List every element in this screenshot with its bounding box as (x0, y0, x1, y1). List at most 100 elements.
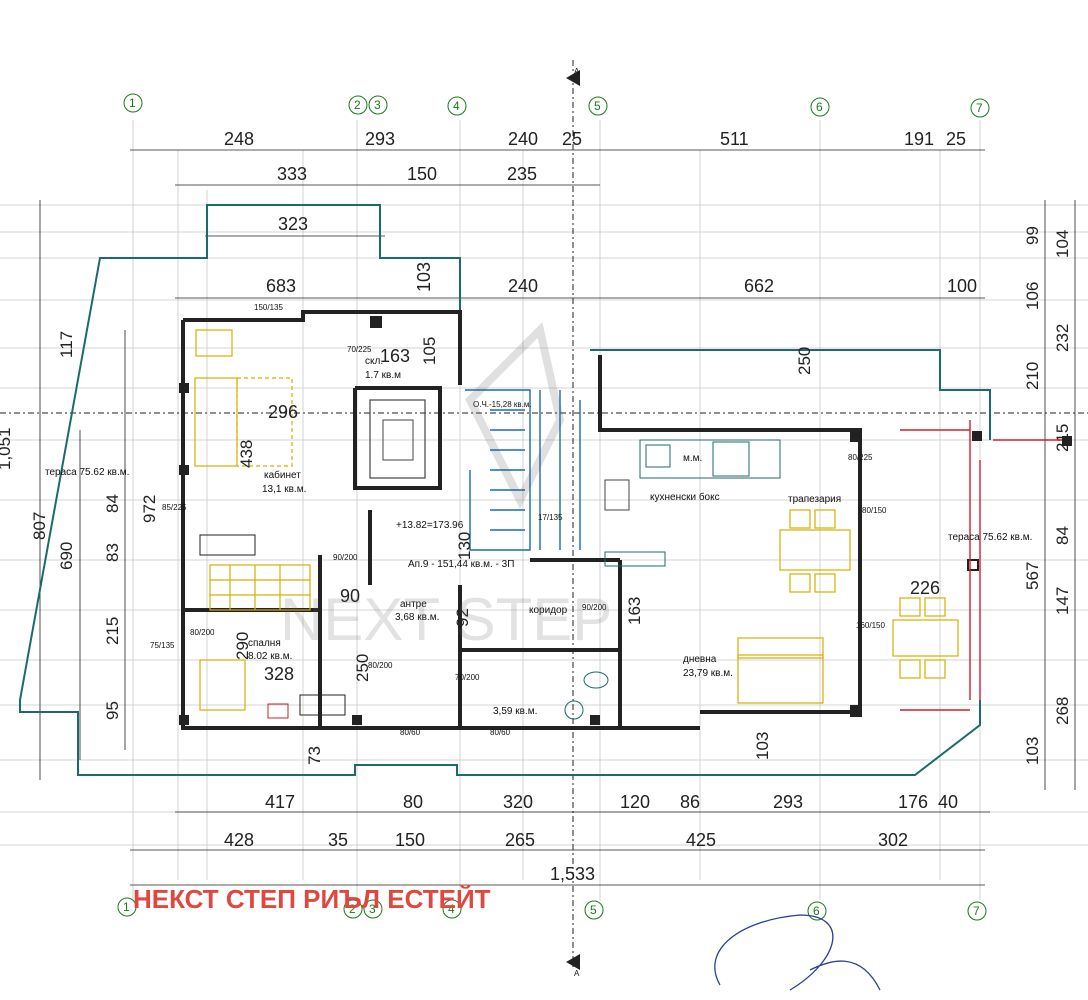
dim-label: 428 (224, 830, 254, 850)
dim-label: 438 (237, 440, 256, 468)
dim-label-total: 1,533 (550, 864, 595, 884)
apartment-total-area: +13.82=173.96 (396, 520, 464, 531)
apartment-label: Ап.9 - 151,44 кв.м. - 3П (408, 559, 514, 570)
opening-label: 160/150 (856, 621, 885, 630)
dim-label: 511 (720, 129, 749, 149)
dim-label: 333 (277, 164, 307, 184)
left-dimensions: 1,051 117 807 690 972 84 83 215 95 73 (0, 331, 324, 765)
axis-label: 6 (813, 904, 820, 918)
axis-bubbles-top: 1 2 3 4 5 6 7 (123, 93, 990, 118)
opening-label: 80/150 (862, 506, 887, 515)
room-area-living: 23,79 кв.м. (683, 668, 733, 679)
dim-label: 163 (625, 597, 644, 625)
dim-label: 80 (403, 792, 423, 812)
dim-label: 84 (1053, 526, 1072, 545)
axis-label: 1 (123, 900, 130, 914)
elevator (369, 399, 426, 479)
dim-label: 265 (505, 830, 535, 850)
opening-label: 150/135 (254, 303, 283, 312)
top-dimensions: 248 293 240 25 511 191 25 333 150 235 32… (224, 129, 977, 296)
dim-label: 290 (233, 632, 252, 660)
svg-text:NEXT STEP: NEXT STEP (280, 586, 612, 653)
opening-label: 80/200 (190, 628, 215, 637)
dim-label: 40 (938, 792, 958, 812)
dim-label: 268 (1053, 697, 1072, 725)
opening-label: 90/200 (582, 603, 607, 612)
axis-label: 1 (129, 96, 136, 110)
dim-label: 90 (340, 586, 360, 606)
dim-label: 323 (278, 214, 308, 234)
axis-label: 6 (816, 100, 823, 114)
axis-label: 7 (976, 101, 983, 115)
room-area-storage: 1.7 кв.м (365, 370, 401, 381)
opening-label: 80/200 (368, 661, 393, 670)
dim-label: 103 (753, 732, 772, 760)
room-label-bathroom: 3,59 кв.м. (493, 706, 537, 717)
opening-label: 80/225 (848, 453, 873, 462)
axis-label: 5 (594, 99, 601, 113)
opening-label: 17/135 (538, 513, 563, 522)
dim-label: 215 (103, 617, 122, 645)
dim-label: 105 (420, 337, 439, 365)
pen-scribble (714, 914, 881, 991)
staircase (465, 389, 581, 551)
dim-label: 25 (946, 129, 966, 149)
dim-label: 567 (1023, 562, 1042, 590)
dim-label: 425 (686, 830, 716, 850)
opening-label: 80/60 (490, 728, 511, 737)
room-label-corridor: коридор (529, 605, 568, 616)
dim-label: 176 (898, 792, 928, 812)
dim-label: 690 (57, 542, 76, 570)
svg-text:A: A (574, 67, 580, 76)
building-walls (181, 310, 862, 730)
axis-label: 2 (354, 98, 361, 112)
room-label-terrace-right: тераса 75.62 кв.м. (948, 532, 1032, 543)
dim-label: 296 (268, 402, 298, 422)
dim-label: 92 (453, 608, 472, 627)
dim-label: 73 (305, 746, 324, 765)
axis-label: 4 (453, 99, 460, 113)
svg-text:A: A (574, 969, 580, 978)
dim-label: 84 (103, 494, 122, 513)
dim-label: 106 (1023, 282, 1042, 310)
opening-label: 75/135 (150, 641, 175, 650)
dim-label: 100 (947, 276, 977, 296)
dim-label: 210 (1023, 362, 1042, 390)
room-label-terrace-left: тераса 75.62 кв.м. (45, 467, 129, 478)
dim-label: 120 (620, 792, 650, 812)
furniture (194, 329, 959, 720)
watermark-logo: NEXT STEP (280, 322, 612, 653)
dim-label: 25 (562, 129, 582, 149)
dim-label: 226 (910, 578, 940, 598)
dim-label: 163 (380, 346, 410, 366)
room-label-common: О.Ч.-15,28 кв.м. (473, 400, 532, 409)
axis-label: 5 (590, 903, 597, 917)
room-area-entrance: 3,68 кв.м. (395, 612, 439, 623)
dim-label: 150 (407, 164, 437, 184)
dim-label: 972 (140, 495, 159, 523)
dim-label: 99 (1023, 226, 1042, 245)
opening-labels: 150/135 70/225 85/225 90/200 75/135 80/2… (150, 303, 887, 737)
inner-dimensions: 163 105 296 438 130 90 92 163 250 290 32… (233, 337, 940, 760)
dim-label: 807 (30, 512, 49, 540)
bottom-dimensions: 417 80 320 120 86 293 176 40 428 35 150 … (224, 792, 958, 884)
terrace-outline (19, 204, 991, 776)
room-label-living: дневна (683, 654, 717, 665)
room-labels: тераса 75.62 кв.м. кабинет 13,1 кв.м. ск… (45, 356, 1032, 717)
section-mark-bottom: A (566, 954, 580, 978)
room-label-pantry: м.м. (683, 453, 702, 464)
room-label-storage: скл. (365, 356, 383, 367)
dim-label: 1,051 (0, 427, 14, 470)
axis-label: 2 (349, 902, 356, 916)
dim-label: 130 (455, 532, 474, 560)
dim-label: 320 (503, 792, 533, 812)
opening-label: 90/200 (333, 553, 358, 562)
axis-label: 4 (448, 902, 455, 916)
opening-label: 80/60 (400, 728, 421, 737)
dim-label: 248 (224, 129, 254, 149)
axis-label: 7 (973, 904, 980, 918)
dim-label: 417 (265, 792, 295, 812)
dim-label: 86 (680, 792, 700, 812)
dim-label: 302 (878, 830, 908, 850)
